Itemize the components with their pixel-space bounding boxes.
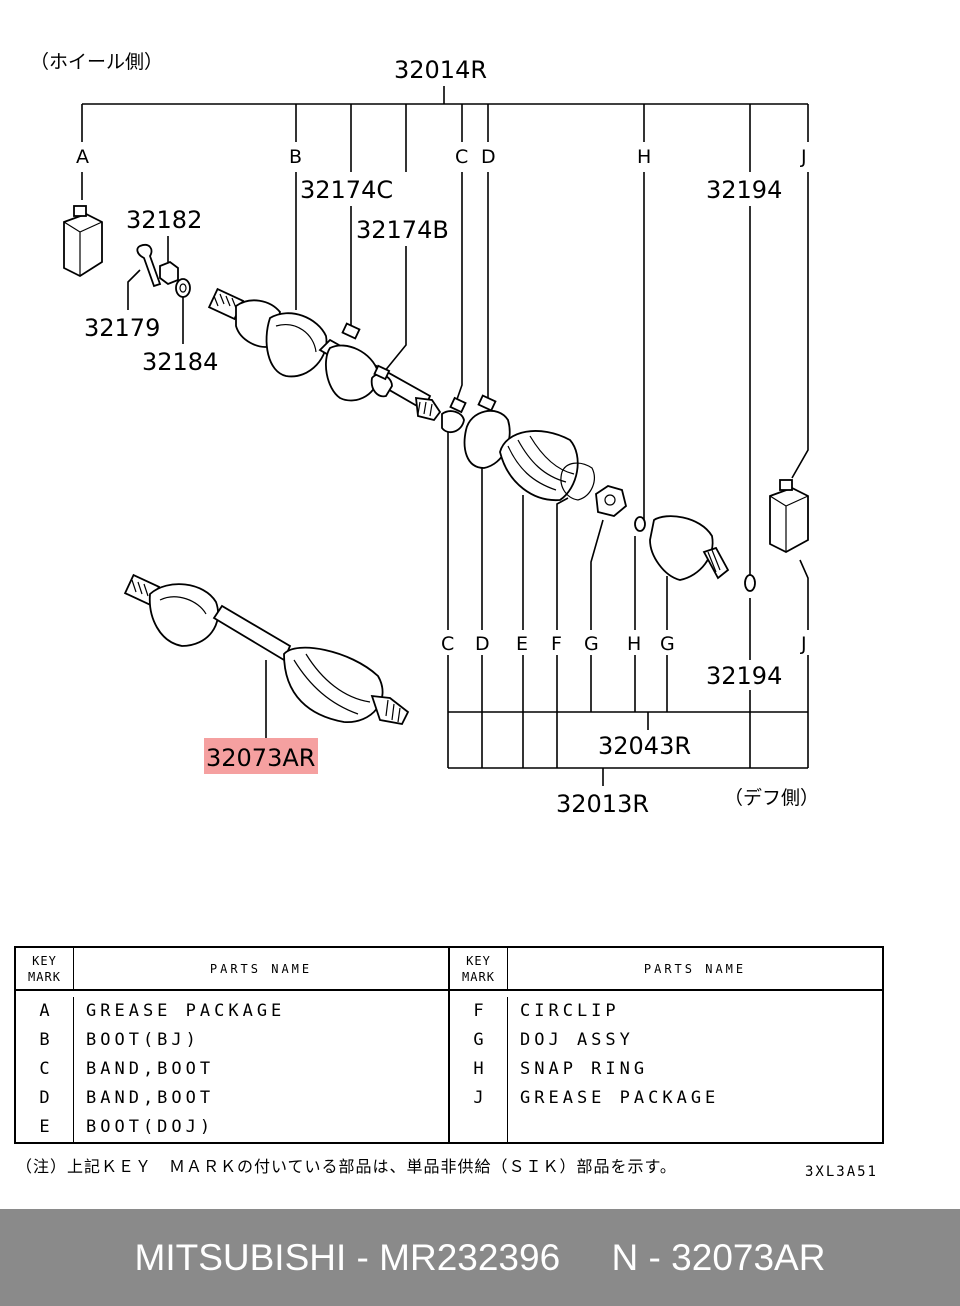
- header-key-mark: KEY MARK: [450, 948, 508, 989]
- footnote: （注）上記ＫＥＹ ＭＡＲＫの付いている部品は、単品非供給（ＳＩＫ）部品を示す。: [16, 1157, 677, 1176]
- table-header: KEY MARK PARTS NAME: [450, 948, 882, 991]
- nut-split-pin-washer: [136, 244, 191, 298]
- part-number-32174B[interactable]: 32174B: [356, 216, 449, 244]
- row-name: GREASE PACKAGE: [520, 1088, 720, 1108]
- key-column: A B C D E: [16, 997, 74, 1142]
- row-name: BOOT(BJ): [86, 1030, 200, 1050]
- row-key: C: [39, 1059, 50, 1079]
- assembly-bracket-top: [81, 86, 809, 172]
- row-name: BOOT(DOJ): [86, 1117, 215, 1137]
- key-mark-bottom: C: [441, 633, 454, 655]
- row-name: BAND,BOOT: [86, 1059, 215, 1079]
- row-key: H: [473, 1059, 484, 1079]
- assembly-bracket-bottom: [447, 655, 809, 786]
- key-column: F G H J: [450, 997, 508, 1142]
- key-mark-top: B: [289, 146, 302, 168]
- header-key-line2: MARK: [462, 969, 495, 984]
- key-mark-bottom: G: [584, 633, 599, 655]
- parts-diagram: （ホイール側） 32014R 32174C 32174B 32182 32179…: [30, 51, 819, 818]
- part-number-32194-bottom[interactable]: 32194: [706, 662, 782, 690]
- row-key: D: [39, 1088, 50, 1108]
- header-parts-name: PARTS NAME: [209, 961, 313, 976]
- header-key-line1: KEY: [466, 953, 491, 968]
- key-mark-top: A: [76, 146, 89, 168]
- parts-table: KEY MARK PARTS NAME A B C D E GREASE PAC…: [14, 946, 884, 1144]
- key-mark-bottom: E: [516, 633, 528, 655]
- wheel-side-label: （ホイール側）: [30, 51, 163, 73]
- name-column: CIRCLIP DOJ ASSY SNAP RING GREASE PACKAG…: [508, 997, 882, 1142]
- leader-lines: [81, 172, 809, 740]
- part-number-32043R[interactable]: 32043R: [598, 732, 691, 760]
- part-number-32184[interactable]: 32184: [142, 348, 218, 376]
- row-name: CIRCLIP: [520, 1001, 620, 1021]
- footer-bar: MITSUBISHI - MR232396 N - 32073AR: [0, 1209, 960, 1306]
- part-number-32179[interactable]: 32179: [84, 314, 160, 342]
- exploded-drive-shaft: [207, 287, 467, 434]
- key-mark-bottom: H: [627, 633, 641, 655]
- parts-table-left: KEY MARK PARTS NAME A B C D E GREASE PAC…: [16, 948, 448, 1142]
- row-key: A: [39, 1001, 50, 1021]
- exploded-doj-parts: [463, 394, 756, 592]
- row-name: BAND,BOOT: [86, 1088, 215, 1108]
- diff-side-label: （デフ側）: [724, 787, 819, 809]
- complete-drive-shaft: [123, 573, 410, 726]
- row-name: DOJ ASSY: [520, 1030, 634, 1050]
- row-key: F: [473, 1001, 484, 1021]
- diagram-code: 3XL3A51: [804, 1164, 878, 1180]
- table-body: A B C D E GREASE PACKAGE BOOT(BJ) BAND,B…: [16, 991, 448, 1142]
- key-mark-bottom: G: [660, 633, 675, 655]
- part-number-32073AR[interactable]: 32073AR: [206, 744, 315, 772]
- row-name: GREASE PACKAGE: [86, 1001, 286, 1021]
- row-key: B: [39, 1030, 50, 1050]
- header-key-line2: MARK: [28, 969, 61, 984]
- key-mark-bottom: D: [475, 633, 490, 655]
- row-key: E: [39, 1117, 50, 1137]
- grease-package-a-shape: [63, 205, 103, 278]
- table-header: KEY MARK PARTS NAME: [16, 948, 448, 991]
- key-mark-top: C: [455, 146, 468, 168]
- parts-table-right: KEY MARK PARTS NAME F G H J CIRCLIP DOJ …: [448, 948, 882, 1142]
- key-mark-top: J: [800, 146, 807, 168]
- grease-package-j-shape: [769, 479, 809, 554]
- key-mark-bottom: F: [551, 633, 562, 655]
- table-body: F G H J CIRCLIP DOJ ASSY SNAP RING GREAS…: [450, 991, 882, 1142]
- row-key: J: [473, 1088, 484, 1108]
- part-highlight: [204, 738, 318, 774]
- part-number-32194-top[interactable]: 32194: [706, 176, 782, 204]
- part-number-32174C[interactable]: 32174C: [300, 176, 393, 204]
- header-parts-name: PARTS NAME: [643, 961, 747, 976]
- part-number-32182[interactable]: 32182: [126, 206, 202, 234]
- footer-part-info: MITSUBISHI - MR232396 N - 32073AR: [134, 1236, 826, 1278]
- assembly-number-32014R[interactable]: 32014R: [394, 56, 487, 84]
- name-column: GREASE PACKAGE BOOT(BJ) BAND,BOOT BAND,B…: [74, 997, 448, 1142]
- row-key: G: [473, 1030, 484, 1050]
- header-key-mark: KEY MARK: [16, 948, 74, 989]
- key-mark-top: H: [637, 146, 651, 168]
- part-number-32013R[interactable]: 32013R: [556, 790, 649, 818]
- key-mark-bottom: J: [800, 633, 807, 655]
- key-mark-top: D: [481, 146, 496, 168]
- header-key-line1: KEY: [32, 953, 57, 968]
- row-name: SNAP RING: [520, 1059, 649, 1079]
